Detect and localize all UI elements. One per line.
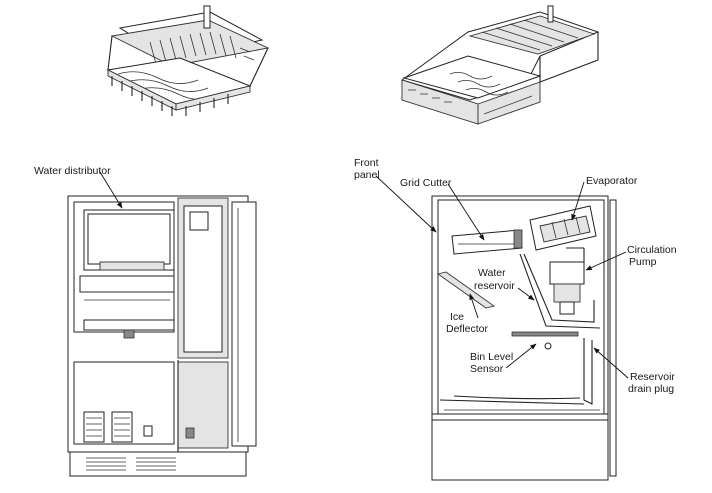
front-panel-label-line2: panel [354,169,380,181]
water-reservoir-label-line2: reservoir [474,280,515,292]
unit-cross-section [431,195,617,481]
ice-deflector-label-line2: Deflector [446,323,489,335]
front-panel-label-line1: Front [354,157,379,169]
reservoir-drain-plug-label-line2: drain plug [628,383,674,395]
evaporator-tray-right-illustration [400,5,600,125]
tray-fins [149,31,237,65]
water-distributor-label: Water distributor [34,165,111,177]
bin-level-sensor-label-line1: Bin Level [470,351,513,363]
circulation-pump-label-line1: Circulation [627,244,677,256]
base-vents [86,457,176,471]
bin-level-sensor-label-line2: Sensor [470,363,504,375]
circulation-pump-label-line2: Pump [629,256,657,268]
ice-deflector-label-line1: Ice [450,311,464,323]
water-reservoir-label-line1: Water [478,267,506,279]
evaporator-tray-left-illustration [106,5,270,116]
unit-front-view [67,195,257,477]
evaporator-label: Evaporator [586,175,638,187]
front-louvres [83,411,153,443]
grid-cutter-label: Grid Cutter [400,177,452,189]
tray-pins [111,76,229,116]
reservoir-drain-plug-label-line1: Reservoir [630,371,675,383]
